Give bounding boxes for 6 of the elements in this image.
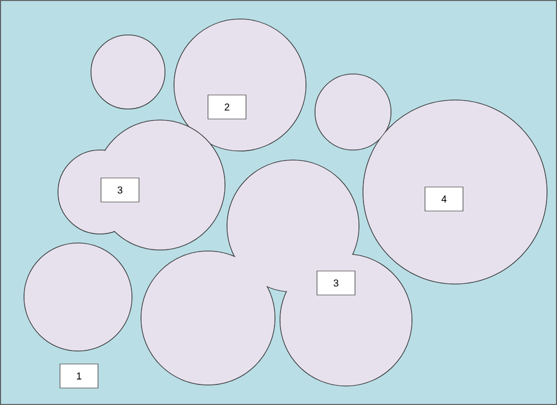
node-label: 4 <box>441 196 446 202</box>
circle-shape <box>90 34 166 110</box>
node-label: 3 <box>334 279 338 287</box>
node-label: 1 <box>76 372 82 380</box>
circle-cluster: 3 <box>58 120 226 250</box>
circle-cluster: 3 <box>140 160 412 386</box>
